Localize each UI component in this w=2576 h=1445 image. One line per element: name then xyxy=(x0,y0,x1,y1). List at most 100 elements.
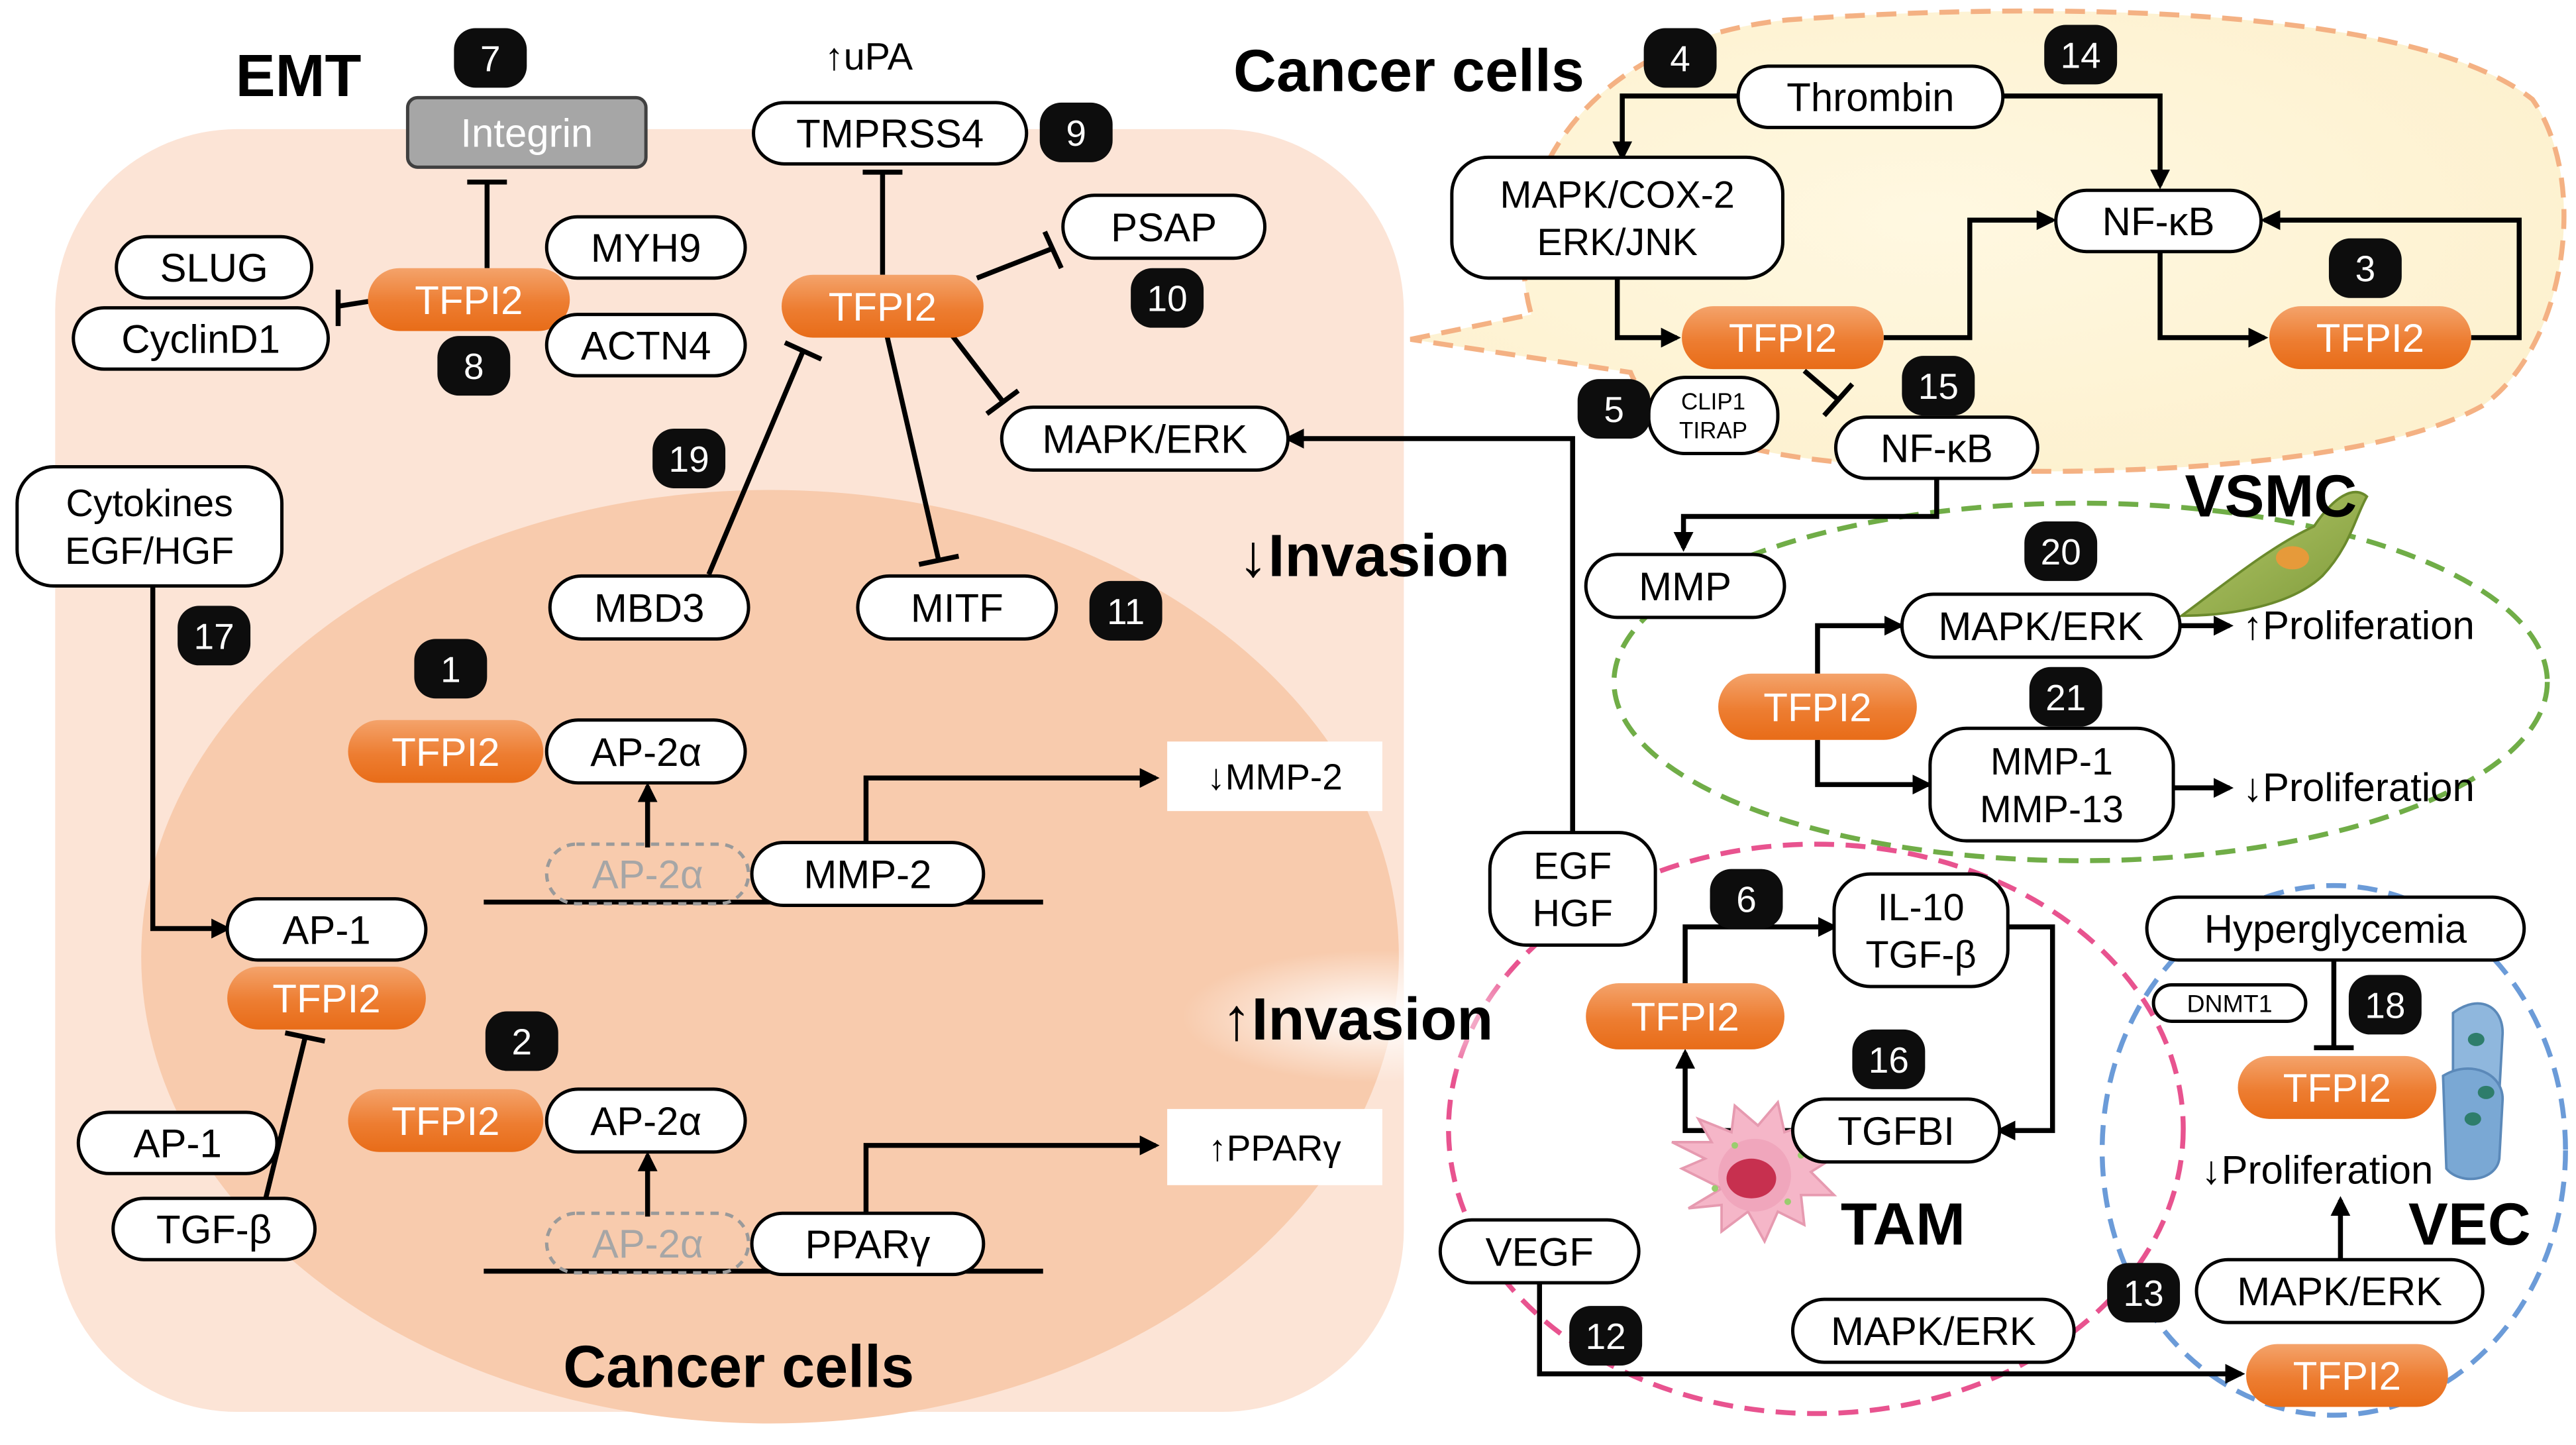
node-mapk-cox-label-1: MAPK/COX-2 xyxy=(1500,174,1734,216)
node-mid-tfpi2: TFPI2 xyxy=(782,274,984,338)
badge-13-label: 13 xyxy=(2124,1273,2164,1314)
edge-cytokines-ap1 xyxy=(150,584,232,939)
tam-zone xyxy=(1446,841,2186,1417)
node-nfkb-bottom-label: NF-κB xyxy=(1880,426,1993,470)
badge-7: 7 xyxy=(454,28,527,88)
badge-5: 5 xyxy=(1577,379,1651,439)
node-ap1-tfpi2: TFPI2 xyxy=(227,966,426,1030)
node-nfkb-bottom: NF-κB xyxy=(1833,415,2039,480)
badge-1-label: 1 xyxy=(440,649,461,690)
node-ap1-left: AP-1 xyxy=(76,1110,279,1175)
node-vsmc-tfpi2-label: TFPI2 xyxy=(1763,685,1871,729)
node-mmp2: MMP-2 xyxy=(750,841,986,908)
edge-vsmc-tfpi2-mapk xyxy=(1815,615,1904,674)
node-ap2a-1: AP-2α xyxy=(544,718,747,785)
badge-12-label: 12 xyxy=(1586,1316,1626,1357)
node-emt-tfpi2: TFPI2 xyxy=(368,268,570,331)
node-vec-tfpi2-label: TFPI2 xyxy=(2283,1066,2391,1110)
node-tgfb-left: TGF-β xyxy=(111,1197,317,1261)
effect-invasion-up: ↑Invasion xyxy=(1222,987,1494,1053)
node-ap2a-ghost-2-label: AP-2α xyxy=(592,1222,703,1266)
node-integrin-label: Integrin xyxy=(460,111,593,155)
edge-tfpi2-nfkb-lower xyxy=(1802,368,1841,403)
node-actn4: ACTN4 xyxy=(544,313,747,378)
badge-19-label: 19 xyxy=(669,439,709,480)
node-mid-tfpi2-label: TFPI2 xyxy=(829,285,937,329)
edge-mapkcox-tfpi2 xyxy=(1614,278,1681,348)
node-ppary-label: PPARγ xyxy=(805,1222,931,1267)
badge-14: 14 xyxy=(2044,25,2118,85)
node-cytokines-label-1: Cytokines xyxy=(66,482,233,525)
region-labels: EMT Cancer cells Cancer cells VSMC TAM V… xyxy=(236,36,2531,1401)
badge-18: 18 xyxy=(2348,975,2422,1035)
node-vegf-label: VEGF xyxy=(1486,1230,1594,1274)
badge-10-label: 10 xyxy=(1147,278,1188,319)
region-tam: TAM xyxy=(1841,1192,1965,1258)
badge-3: 3 xyxy=(2328,238,2402,298)
node-ap1-left-label: AP-1 xyxy=(134,1122,222,1166)
node-mitf: MITF xyxy=(856,574,1058,641)
region-cancer-cells-top: Cancer cells xyxy=(1233,38,1584,104)
node-tam-tfpi2: TFPI2 xyxy=(1586,983,1784,1049)
region-vec: VEC xyxy=(2408,1192,2531,1258)
node-vsmc-mapk: MAPK/ERK xyxy=(1900,592,2182,659)
node-tfpi2-ap2-2: TFPI2 xyxy=(348,1089,544,1152)
badge-11-label: 11 xyxy=(1107,591,1145,632)
badge-12: 12 xyxy=(1569,1306,1643,1366)
badge-6: 6 xyxy=(1710,869,1783,929)
node-cytokines-label-2: EGF/HGF xyxy=(65,530,234,572)
badge-20: 20 xyxy=(2024,521,2098,581)
node-egf-hgf-label-1: EGF xyxy=(1533,845,1612,887)
node-dnmt1-label: DNMT1 xyxy=(2187,989,2272,1017)
node-tam-tfpi2-label: TFPI2 xyxy=(1631,995,1739,1040)
node-cc-tfpi2-label: TFPI2 xyxy=(1729,316,1837,360)
badge-17: 17 xyxy=(178,606,251,666)
node-tmprss4: TMPRSS4 xyxy=(752,101,1029,166)
node-vegf: VEGF xyxy=(1438,1218,1641,1285)
region-emt: EMT xyxy=(236,43,362,109)
badge-15: 15 xyxy=(1902,356,1975,416)
node-myh9: MYH9 xyxy=(544,215,747,280)
badge-21-label: 21 xyxy=(2045,677,2086,718)
edge-thrombin-nfkb xyxy=(1999,93,2171,189)
node-mmp1-mmp13-label-2: MMP-13 xyxy=(1980,788,2124,831)
node-slug-label: SLUG xyxy=(160,246,268,290)
node-slug: SLUG xyxy=(115,235,314,300)
badge-14-label: 14 xyxy=(2061,34,2101,76)
effect-prolif-down-vsmc: ↓Proliferation xyxy=(2243,765,2475,810)
node-ap2a-2-label: AP-2α xyxy=(590,1099,701,1144)
badge-2: 2 xyxy=(485,1011,558,1071)
badge-20-label: 20 xyxy=(2041,531,2081,572)
edge-tfpi2-cyclind1 xyxy=(337,298,370,309)
badge-10: 10 xyxy=(1131,268,1204,328)
badge-6-label: 6 xyxy=(1736,879,1757,920)
badge-16: 16 xyxy=(1852,1029,1926,1089)
node-psap: PSAP xyxy=(1061,193,1267,260)
node-vec-tfpi2: TFPI2 xyxy=(2238,1055,2437,1119)
badge-7-label: 7 xyxy=(480,38,501,79)
node-ap2a-ghost-2: AP-2α xyxy=(544,1211,750,1275)
nodes-layer: IntegrinSLUGCyclinD1TFPI2MYH9ACTN4TMPRSS… xyxy=(15,64,2526,1407)
edge-mmp2-down xyxy=(863,768,1160,845)
node-cc-tfpi2: TFPI2 xyxy=(1682,306,1884,370)
node-actn4-label: ACTN4 xyxy=(581,323,711,368)
effect-invasion-down: ↓Invasion xyxy=(1239,523,1510,589)
edge-mbd3-tfpi2 xyxy=(706,350,805,576)
node-tgfbi: TGFBI xyxy=(1790,1097,2002,1164)
edge-vegf-tfpi2 xyxy=(1537,1283,2245,1384)
node-il10-tgfb-label-1: IL-10 xyxy=(1878,886,1965,929)
badge-9-label: 9 xyxy=(1066,113,1086,154)
node-tfpi2-ap2-1: TFPI2 xyxy=(348,720,544,783)
node-integrin: Integrin xyxy=(405,95,648,169)
badge-11: 11 xyxy=(1089,580,1162,641)
edge-tfpi2-mapk xyxy=(947,329,1005,404)
edge-nfkb-mmp xyxy=(1673,478,1939,552)
node-ap2a-ghost-1-label: AP-2α xyxy=(592,853,703,897)
edge-il10-tgfbi xyxy=(1995,924,2055,1141)
node-cc-tfpi2-right-label: TFPI2 xyxy=(2316,316,2424,360)
